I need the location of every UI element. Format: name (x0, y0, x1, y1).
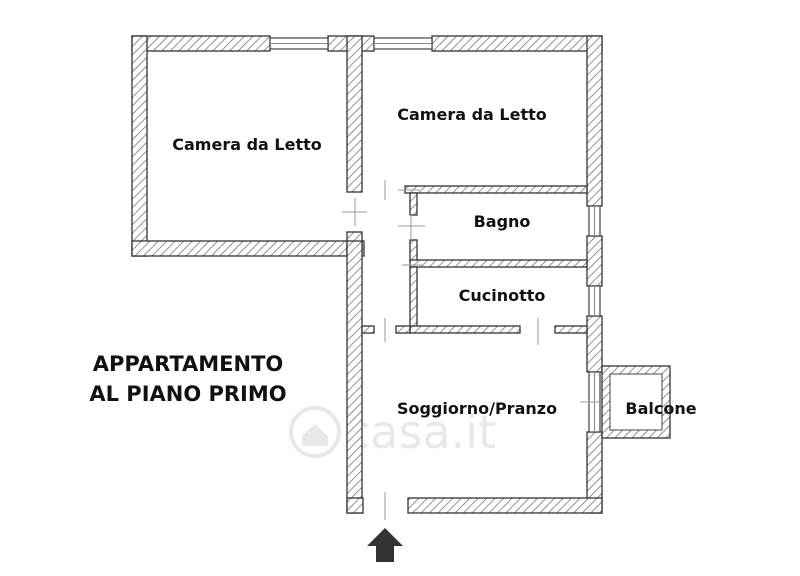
interior-walls (361, 185, 588, 334)
room-label-balcony: Balcone (625, 399, 696, 418)
wall-left-outer (131, 35, 148, 257)
window-bathroom (588, 205, 601, 237)
wall-bottom-left (346, 497, 364, 514)
wall-bath-top (404, 185, 588, 194)
room-label-bathroom: Bagno (474, 212, 531, 231)
watermark: casa.it (289, 405, 496, 459)
wall-bath-left-a (409, 192, 418, 216)
watermark-text: casa.it (345, 405, 496, 459)
wall-bedroom1-bottom (131, 240, 365, 257)
entrance-arrow-icon (367, 528, 403, 562)
wall-kitchen-bottom-b (554, 325, 588, 334)
room-label-kitchenette: Cucinotto (459, 286, 546, 305)
room-label-living-dining: Soggiorno/Pranzo (397, 399, 557, 418)
house-logo-icon (289, 406, 341, 458)
windows (269, 37, 601, 433)
window-bedroom1 (269, 37, 329, 50)
plan-title-line-1: APPARTAMENTO (93, 352, 284, 376)
wall-bedroom-divider (346, 35, 363, 193)
wall-corridor-stub (361, 325, 375, 334)
wall-bath-left-b (409, 239, 418, 263)
balcony (601, 365, 671, 439)
wall-right-mid (586, 235, 603, 287)
exterior-walls (131, 35, 603, 514)
wall-kitchen-bottom-a (409, 325, 521, 334)
wall-corridor-stub-b (395, 325, 411, 334)
room-label-bedroom-2: Camera da Letto (397, 105, 546, 124)
wall-top-left-a (131, 35, 271, 52)
door-markers (342, 180, 610, 520)
wall-right-top (586, 35, 603, 207)
plan-title-line-2: AL PIANO PRIMO (89, 382, 286, 406)
wall-bottom-right (407, 497, 603, 514)
window-kitchen (588, 285, 601, 317)
wall-bath-kitchen (409, 259, 588, 268)
wall-corridor-left (346, 240, 363, 514)
room-label-bedroom-1: Camera da Letto (172, 135, 321, 154)
wall-top-right (431, 35, 603, 52)
wall-right-lower (586, 315, 603, 373)
wall-kitchen-left (409, 266, 418, 330)
window-bedroom2 (373, 37, 433, 50)
